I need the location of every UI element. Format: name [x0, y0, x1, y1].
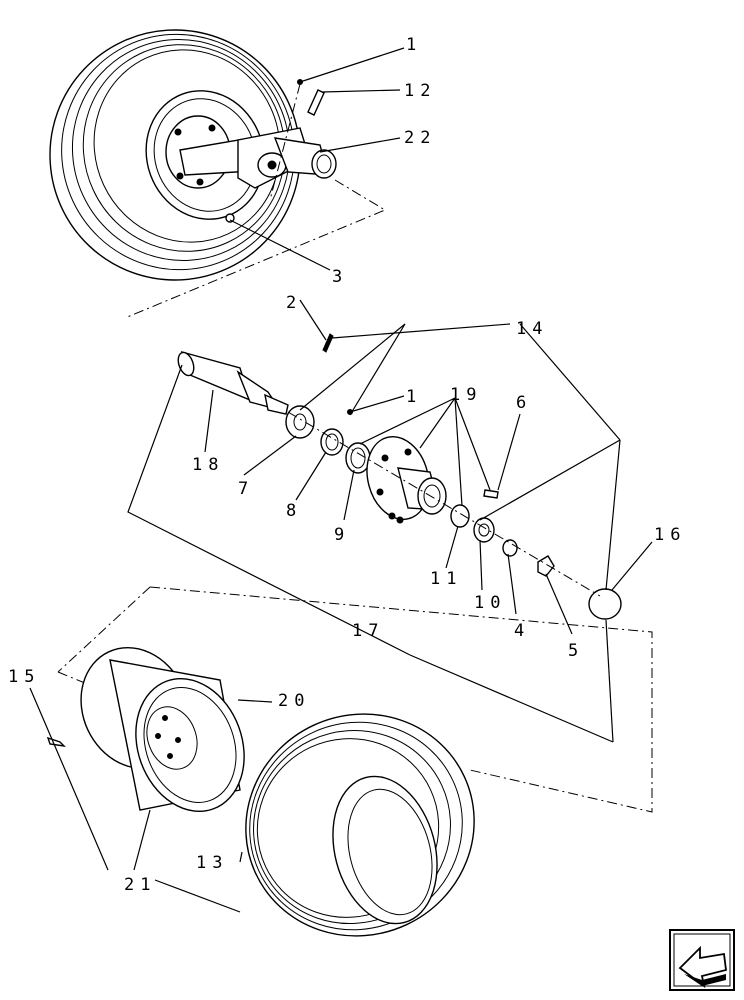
top-wheel-assembly [49, 29, 387, 319]
bottom-wheel-assembly [46, 586, 653, 937]
callout-6: 6 [516, 393, 532, 413]
callout-15: 15 [8, 667, 40, 687]
callout-5: 5 [568, 641, 584, 661]
leader-lines [29, 47, 653, 913]
callout-9: 9 [334, 525, 350, 545]
callout-18: 18 [192, 455, 224, 475]
callout-13: 13 [196, 853, 228, 873]
callout-8: 8 [286, 501, 302, 521]
callout-10: 10 [474, 593, 506, 613]
callout-20: 20 [278, 691, 310, 711]
callout-16: 16 [654, 525, 686, 545]
callout-14: 14 [516, 319, 548, 339]
callout-3: 3 [332, 267, 348, 287]
callout-1-mid: 1 [406, 387, 422, 407]
callout-labels: 1 12 22 3 2 14 1 19 6 18 7 8 9 16 11 10 … [8, 35, 686, 895]
callout-7: 7 [238, 479, 254, 499]
callout-17: 17 [352, 621, 384, 641]
callout-21: 21 [124, 875, 156, 895]
hub-exploded-assembly [127, 333, 622, 743]
callout-11: 11 [430, 569, 462, 589]
callout-4: 4 [514, 621, 530, 641]
callout-2: 2 [286, 293, 302, 313]
callout-12: 12 [404, 81, 436, 101]
callout-1-top: 1 [406, 35, 422, 55]
callout-19: 19 [450, 385, 482, 405]
callout-22: 22 [404, 128, 436, 148]
back-arrow-icon[interactable] [669, 929, 735, 991]
